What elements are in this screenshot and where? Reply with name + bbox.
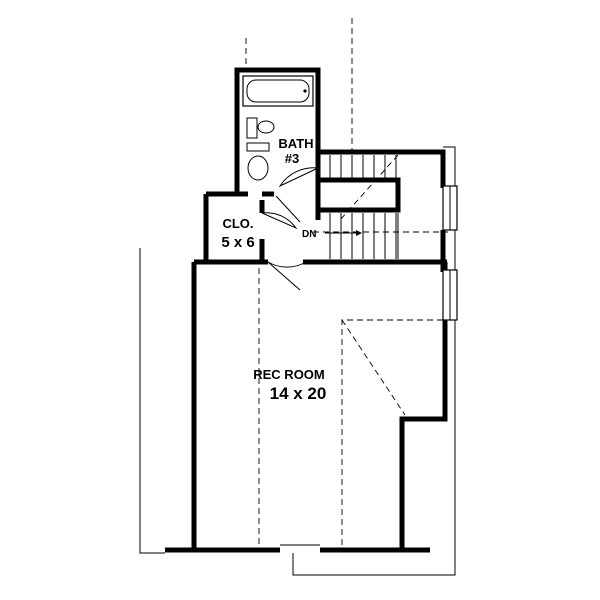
closet-size: 5 x 6 (221, 234, 254, 251)
windows (442, 185, 458, 321)
outline-lines (139, 146, 456, 576)
dashed-lines (245, 18, 448, 545)
toilet (246, 142, 270, 181)
stair-arrow (325, 230, 362, 236)
rec-room-label: REC ROOM (253, 367, 325, 382)
bath-number: #3 (285, 151, 299, 166)
door-swings (261, 167, 320, 291)
bathtub (242, 75, 314, 107)
closet-label: CLO. (222, 216, 253, 231)
walls (165, 67, 448, 553)
stair-direction-label: DN (302, 229, 316, 240)
rec-room-size: 14 x 20 (270, 384, 327, 403)
bath-label: BATH (278, 136, 313, 151)
stair-treads (329, 155, 399, 259)
sink (246, 117, 275, 139)
